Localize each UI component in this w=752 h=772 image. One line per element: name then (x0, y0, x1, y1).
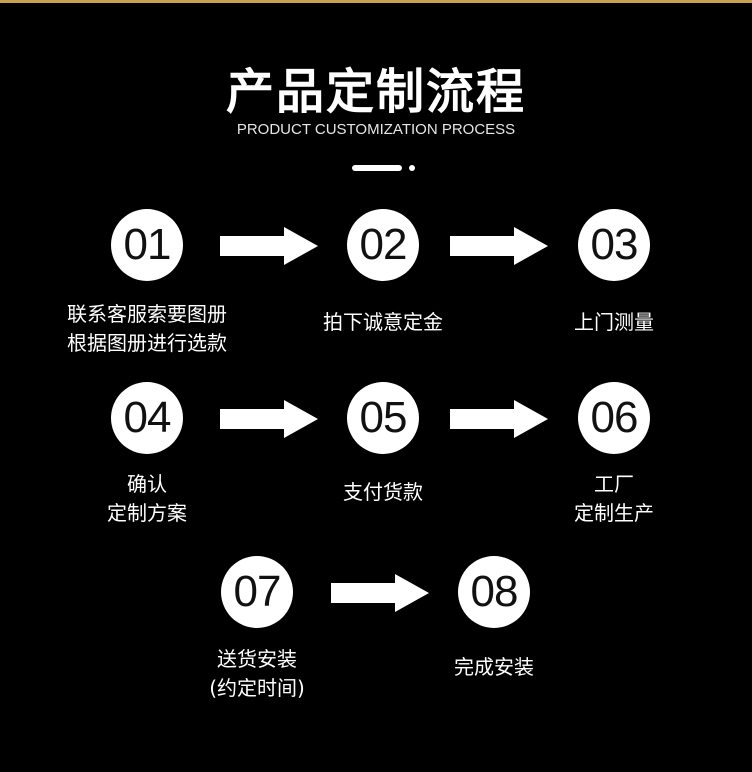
arrow-right-icon (220, 227, 318, 265)
arrow-right-icon (450, 400, 548, 438)
step-label-line: 送货安装 (217, 647, 297, 671)
step-label: 送货安装 (约定时间) (137, 645, 377, 703)
step-label: 拍下诚意定金 (263, 308, 503, 337)
step-number-circle: 06 (578, 382, 650, 454)
step-label: 联系客服索要图册根据图册进行选款 (27, 300, 267, 358)
divider-bar (352, 165, 402, 171)
step-label-line: 工厂 (594, 472, 634, 496)
arrow-right-icon (450, 227, 548, 265)
step-label-line: 拍下诚意定金 (323, 310, 443, 334)
step-label-line: 定制生产 (574, 501, 654, 525)
step-label-line: 定制方案 (107, 501, 187, 525)
step-label-line: 联系客服索要图册 (67, 302, 227, 326)
arrow-right-icon (220, 400, 318, 438)
step-label-line: 支付货款 (343, 480, 423, 504)
step-label: 确认定制方案 (27, 470, 267, 528)
step-label: 完成安装 (374, 653, 614, 682)
step-label-line: 根据图册进行选款 (67, 331, 227, 355)
step-number-circle: 03 (578, 209, 650, 281)
step-label-line: 确认 (127, 472, 167, 496)
arrow-right-icon (331, 574, 429, 612)
step-label-line: (约定时间) (209, 676, 305, 700)
divider-dot (409, 165, 415, 171)
step-label: 支付货款 (263, 478, 503, 507)
step-number-circle: 02 (347, 209, 419, 281)
step-number-circle: 07 (221, 556, 293, 628)
page-subtitle: PRODUCT CUSTOMIZATION PROCESS (236, 121, 516, 138)
step-number-circle: 08 (458, 556, 530, 628)
step-number-circle: 01 (111, 209, 183, 281)
step-label-line: 完成安装 (454, 655, 534, 679)
step-number-circle: 05 (347, 382, 419, 454)
top-accent-line (0, 0, 752, 3)
step-label-line: 上门测量 (574, 310, 654, 334)
step-number-circle: 04 (111, 382, 183, 454)
page-title: 产品定制流程 (225, 64, 526, 120)
step-label: 工厂定制生产 (494, 470, 734, 528)
step-label: 上门测量 (494, 308, 734, 337)
